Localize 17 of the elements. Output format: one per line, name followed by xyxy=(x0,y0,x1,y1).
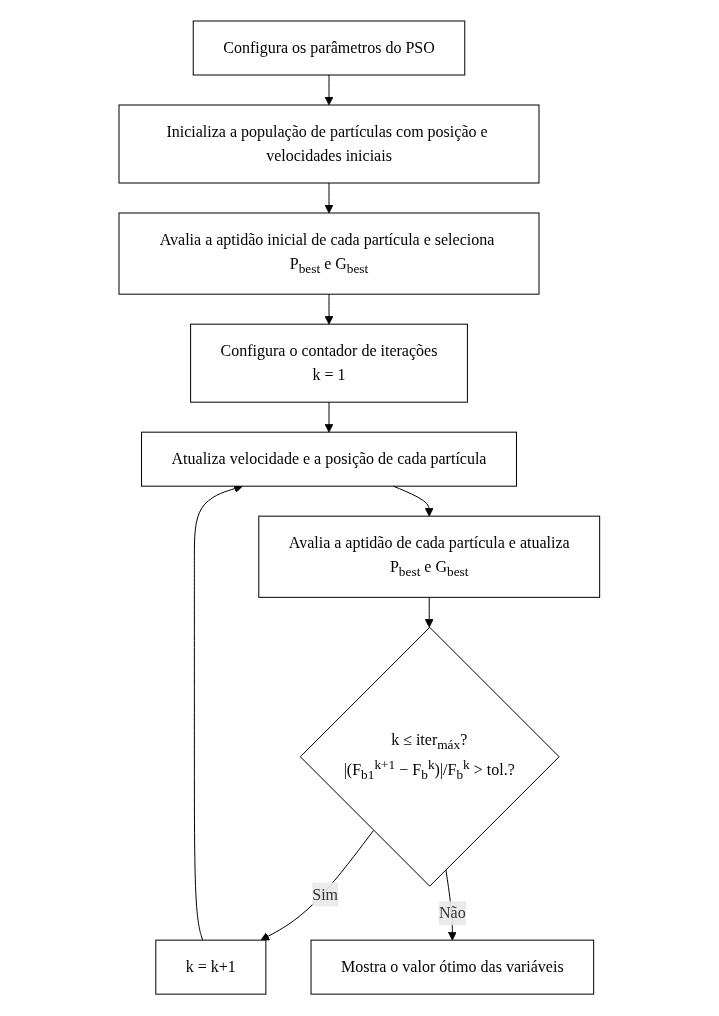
arrow xyxy=(425,597,434,629)
node-box: Avalia a aptidão inicial de cada partícula e seleciona P$_{best}$ e G$_{best}$ xyxy=(118,212,540,296)
node-box: Configura os parâmetros do PSO xyxy=(192,20,466,76)
arrow xyxy=(324,294,334,325)
arrow xyxy=(324,182,334,214)
node-box: k = k+1 xyxy=(155,940,267,996)
node-box: Atualiza velocidade e a posição de cada partícula xyxy=(141,432,518,488)
arrow xyxy=(260,830,375,941)
node-box: Configura o contador de iterações k = 1 xyxy=(190,324,469,404)
arrow xyxy=(324,74,334,106)
node-box: Mostra o valor ótimo das variáveis xyxy=(310,940,595,996)
edge-label: Sim xyxy=(312,885,339,903)
node-diamond: k ≤ iter$_{máx}$? |(F$_{b1}$$^{k+1}$ − F$_{b}$$^{k}$)|/F$_{b}$$^{k}$ > tol.? xyxy=(300,627,560,888)
node-box: Avalia a aptidão de cada partícula e atualiza P$_{best}$ e G$_{best}$ xyxy=(258,516,601,599)
arrow xyxy=(324,402,334,433)
node-box: Inicializa a população de partículas com posição e velocidades iniciais xyxy=(118,104,540,184)
edge-label: Não xyxy=(439,904,466,922)
